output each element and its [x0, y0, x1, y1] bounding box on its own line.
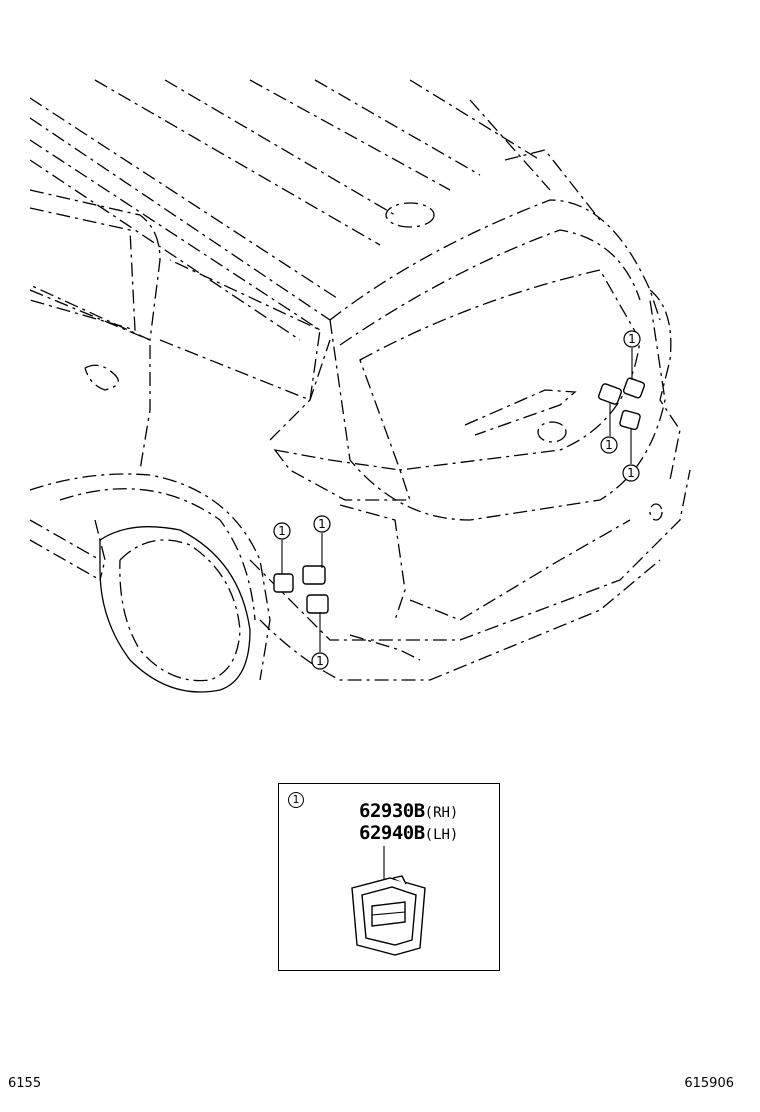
part-side: (LH): [424, 827, 459, 843]
callout-1-left-a: 1: [273, 522, 291, 540]
part-number-rh: 62930B(RH): [359, 800, 458, 822]
vehicle-outline: [29, 79, 691, 693]
footer-right-code: 615906: [684, 1076, 734, 1091]
leader-lines: [281, 348, 633, 880]
part-number-lh: 62940B(LH): [359, 822, 458, 844]
callout-label: 1: [627, 466, 635, 480]
callout-label: 1: [605, 438, 613, 452]
callout-1-left-b: 1: [313, 515, 331, 533]
callout-1-right-b: 1: [600, 436, 618, 454]
part-side: (RH): [424, 805, 459, 821]
callout-label: 1: [318, 517, 326, 531]
callout-label: 1: [316, 654, 324, 668]
part-number: 62930B: [359, 800, 425, 822]
callout-1-left-c: 1: [311, 652, 329, 670]
parts-legend-box: 1 62930B(RH) 62940B(LH): [278, 783, 500, 971]
legend-ref-circle: 1: [288, 792, 304, 808]
footer-left-code: 6155: [8, 1076, 42, 1091]
part-number: 62940B: [359, 822, 425, 844]
callout-1-right-a: 1: [623, 330, 641, 348]
callout-1-right-c: 1: [622, 464, 640, 482]
callout-label: 1: [628, 332, 636, 346]
clip-parts: [273, 377, 646, 614]
callout-label: 1: [278, 524, 286, 538]
clip-part-illustration: [351, 875, 426, 956]
